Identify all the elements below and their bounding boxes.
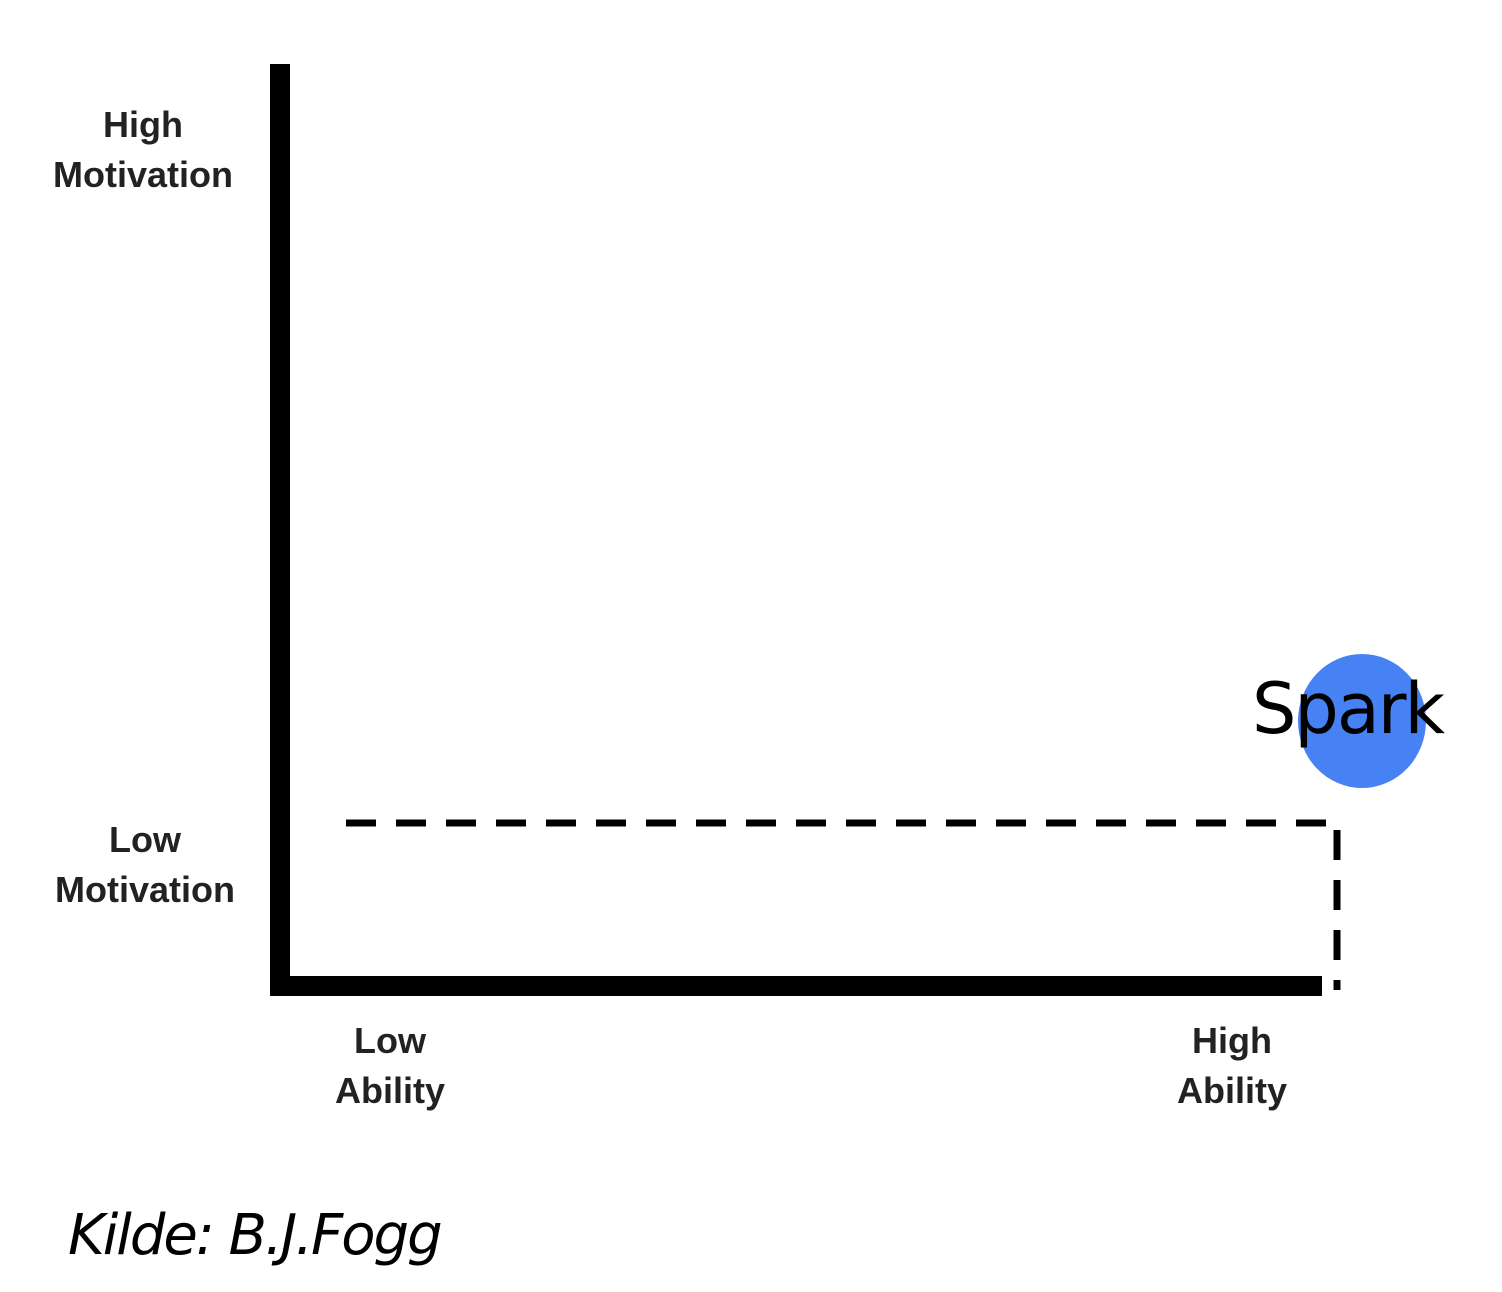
high-motivation-label: High Motivation (30, 100, 256, 200)
ability-axis (270, 976, 1322, 996)
low-motivation-label-line-1: Low (109, 819, 181, 860)
low-ability-label: Low Ability (300, 1016, 480, 1116)
high-ability-label: High Ability (1142, 1016, 1322, 1116)
spark-marker (1298, 654, 1426, 788)
high-ability-label-line-1: High (1192, 1020, 1272, 1061)
motivation-axis (270, 64, 290, 994)
high-motivation-label-line-2: Motivation (53, 154, 233, 195)
low-motivation-label-line-2: Motivation (55, 869, 235, 910)
high-ability-label-line-2: Ability (1176, 1070, 1287, 1111)
low-ability-label-line-2: Ability (334, 1070, 445, 1111)
low-ability-label-line-1: Low (354, 1020, 426, 1061)
source-caption: Kilde: B.J.Fogg (68, 1203, 443, 1268)
high-motivation-label-line-1: High (103, 104, 183, 145)
low-motivation-label: Low Motivation (32, 815, 258, 915)
spark-label: Spark (1252, 668, 1445, 750)
